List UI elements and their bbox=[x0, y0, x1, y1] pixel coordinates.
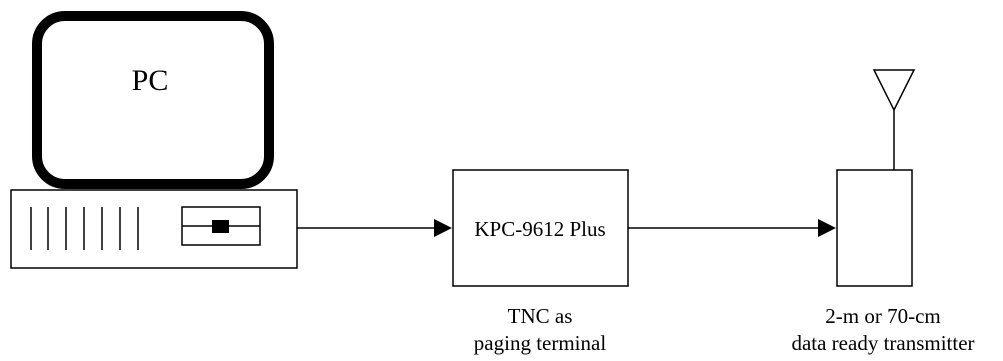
transmitter-caption-line2: data ready transmitter bbox=[791, 331, 974, 355]
transmitter-box bbox=[836, 169, 913, 287]
arrow-tnc-to-transmitter bbox=[628, 219, 836, 237]
tnc-label: KPC-9612 Plus bbox=[474, 217, 605, 241]
monitor-icon bbox=[32, 11, 274, 189]
arrow-pc-to-tnc bbox=[297, 219, 452, 237]
pc-label: PC bbox=[132, 64, 169, 97]
antenna-icon bbox=[872, 69, 916, 170]
tnc-box bbox=[452, 169, 629, 287]
transmitter-caption-line1: 2-m or 70-cm bbox=[825, 304, 940, 328]
tnc-caption-line2: paging terminal bbox=[474, 331, 607, 355]
computer-base-icon bbox=[10, 189, 298, 269]
tnc-caption-line1: TNC as bbox=[508, 304, 573, 328]
drive-slots bbox=[30, 207, 139, 250]
drive-bay bbox=[181, 206, 261, 246]
